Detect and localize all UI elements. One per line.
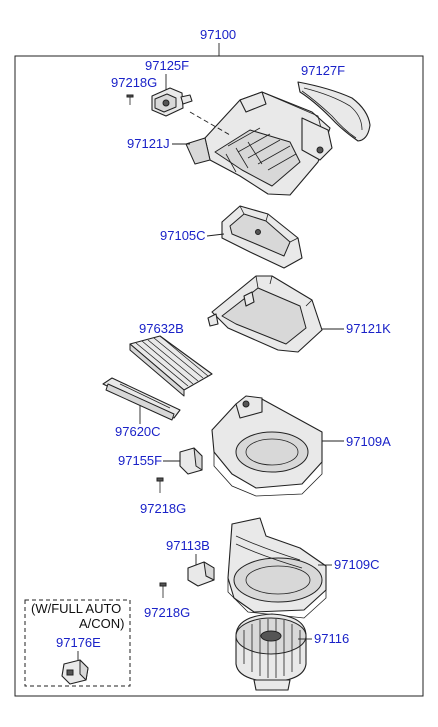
label-97218G-low: 97218G bbox=[144, 605, 190, 620]
filter-frame-97620C bbox=[102, 377, 181, 421]
leader-97105C bbox=[206, 233, 225, 237]
label-97105C: 97105C bbox=[160, 228, 206, 243]
label-97121K: 97121K bbox=[346, 321, 391, 336]
label-97155F: 97155F bbox=[118, 453, 162, 468]
option-box bbox=[24, 599, 131, 687]
label-97127F: 97127F bbox=[301, 63, 345, 78]
assembly-number-label: 97100 bbox=[200, 27, 236, 42]
option-note-line1: (W/FULL AUTO bbox=[31, 601, 121, 616]
screw-97218G-low bbox=[159, 582, 167, 598]
screw-97218G-mid bbox=[156, 477, 164, 493]
label-97125F: 97125F bbox=[145, 58, 189, 73]
blower-case-97109A bbox=[211, 395, 323, 497]
cabin-filter-97632B bbox=[129, 335, 213, 397]
blower-case-97109C bbox=[227, 517, 327, 619]
label-97632B: 97632B bbox=[139, 321, 184, 336]
blower-motor-97116 bbox=[235, 613, 307, 691]
label-97116: 97116 bbox=[314, 631, 349, 646]
sensor-97155F bbox=[179, 447, 203, 475]
label-97121J: 97121J bbox=[127, 136, 170, 151]
label-97218G-mid: 97218G bbox=[140, 501, 186, 516]
filter-cover-97105C bbox=[221, 205, 303, 269]
label-97176E: 97176E bbox=[56, 635, 101, 650]
sensor-97176E bbox=[61, 659, 89, 685]
screw-97218G-top bbox=[126, 94, 134, 105]
label-97113B: 97113B bbox=[166, 538, 210, 553]
seal-97127F bbox=[297, 81, 371, 142]
upper-case-97121J bbox=[185, 91, 333, 196]
filter-housing-97121K bbox=[207, 275, 323, 353]
label-97109C: 97109C bbox=[334, 557, 380, 572]
label-97620C: 97620C bbox=[115, 424, 161, 439]
actuator-97125F bbox=[151, 87, 193, 117]
assembly-frame bbox=[14, 55, 424, 697]
option-note-line2: A/CON) bbox=[79, 616, 125, 631]
label-97109A: 97109A bbox=[346, 434, 391, 449]
resistor-97113B bbox=[187, 561, 215, 587]
label-97218G-top: 97218G bbox=[111, 75, 157, 90]
